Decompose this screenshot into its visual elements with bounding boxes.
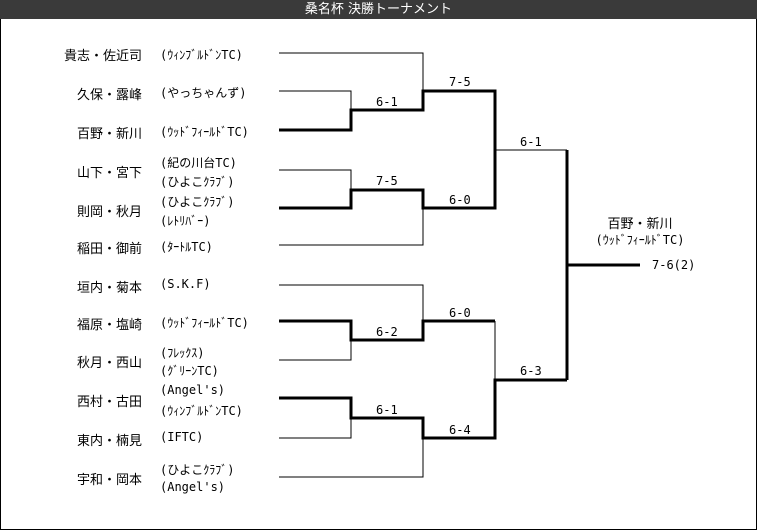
- player-name: 貴志・佐近司: [63, 49, 142, 64]
- player-name: 稲田・御前: [76, 242, 142, 257]
- score-r2-d: 6-4: [449, 423, 471, 437]
- player-club: (ｳｯﾄﾞﾌｨｰﾙﾄﾞTC): [160, 316, 249, 330]
- bracket-line-p6: [279, 208, 424, 246]
- score-r2-b: 6-0: [449, 193, 471, 207]
- bracket-line-p7: [279, 284, 424, 321]
- bracket-win-path-top: [279, 89, 497, 150]
- player-name: 久保・露峰: [76, 88, 142, 103]
- player-club: (ひよこｸﾗﾌﾞ): [160, 175, 235, 189]
- bracket-line-p11: [279, 418, 352, 439]
- player-club: (ｸﾞﾘｰﾝTC): [160, 364, 219, 378]
- player-club: (Angel's): [160, 383, 226, 397]
- player-club: (ﾚﾄﾘﾊﾞｰ): [160, 214, 211, 228]
- champion-club: (ｳｯﾄﾞﾌｨｰﾙﾄﾞTC): [595, 233, 685, 247]
- champion-name: 百野・新川: [607, 217, 673, 232]
- player-club: (ひよこｸﾗﾌﾞ): [160, 195, 235, 209]
- bracket-line-p4: [279, 169, 352, 190]
- bracket-win-path-4: [279, 378, 567, 440]
- score-r2-a: 7-5: [449, 75, 471, 89]
- bracket-line-p9: [279, 340, 352, 361]
- player-name: 百野・新川: [76, 127, 142, 142]
- score-sf-top: 6-1: [520, 135, 542, 149]
- page-title: 桑名杯 決勝トーナメント: [0, 0, 757, 19]
- player-name: 垣内・菊本: [76, 281, 142, 296]
- player-club: (Angel's): [160, 480, 226, 494]
- player-club: (ﾀｰﾄﾙTC): [160, 240, 213, 254]
- bracket-line-p12: [279, 438, 424, 478]
- score-r1-c: 6-2: [376, 325, 398, 339]
- bracket-win-path-3: [279, 319, 495, 342]
- score-r1-d: 6-1: [376, 403, 398, 417]
- bracket-win-path-2: [279, 150, 497, 210]
- player-name: 西村・古田: [76, 395, 142, 410]
- player-club: (ひよこｸﾗﾌﾞ): [160, 463, 235, 477]
- player-name: 東内・楠見: [76, 434, 142, 449]
- score-sf-bottom: 6-3: [520, 364, 542, 378]
- player-name: 福原・塩崎: [76, 318, 142, 333]
- player-name: 則岡・秋月: [76, 205, 142, 220]
- bracket-line-p1: [279, 52, 424, 91]
- score-r1-a: 6-1: [376, 95, 398, 109]
- score-r1-b: 7-5: [376, 174, 398, 188]
- score-final: 7-6(2): [652, 258, 696, 272]
- player-club: (紀の川台TC): [160, 156, 237, 170]
- score-r2-c: 6-0: [449, 306, 471, 320]
- player-club: (やっちゃんず): [160, 86, 247, 100]
- bracket-line-p2: [279, 90, 352, 110]
- player-name: 秋月・西山: [76, 356, 142, 371]
- player-club: (S.K.F): [160, 277, 211, 291]
- player-name: 山下・宮下: [76, 166, 142, 181]
- player-club: (IFTC): [160, 430, 204, 444]
- player-club: (ﾌﾚｯｸｽ): [160, 346, 205, 360]
- player-club: (ｳｯﾄﾞﾌｨｰﾙﾄﾞTC): [160, 125, 249, 139]
- player-club: (ｳｨﾝﾌﾞﾙﾄﾞﾝTC): [160, 48, 243, 62]
- player-name: 宇和・岡本: [76, 473, 142, 488]
- player-club: (ｳｨﾝﾌﾞﾙﾄﾞﾝTC): [160, 404, 243, 418]
